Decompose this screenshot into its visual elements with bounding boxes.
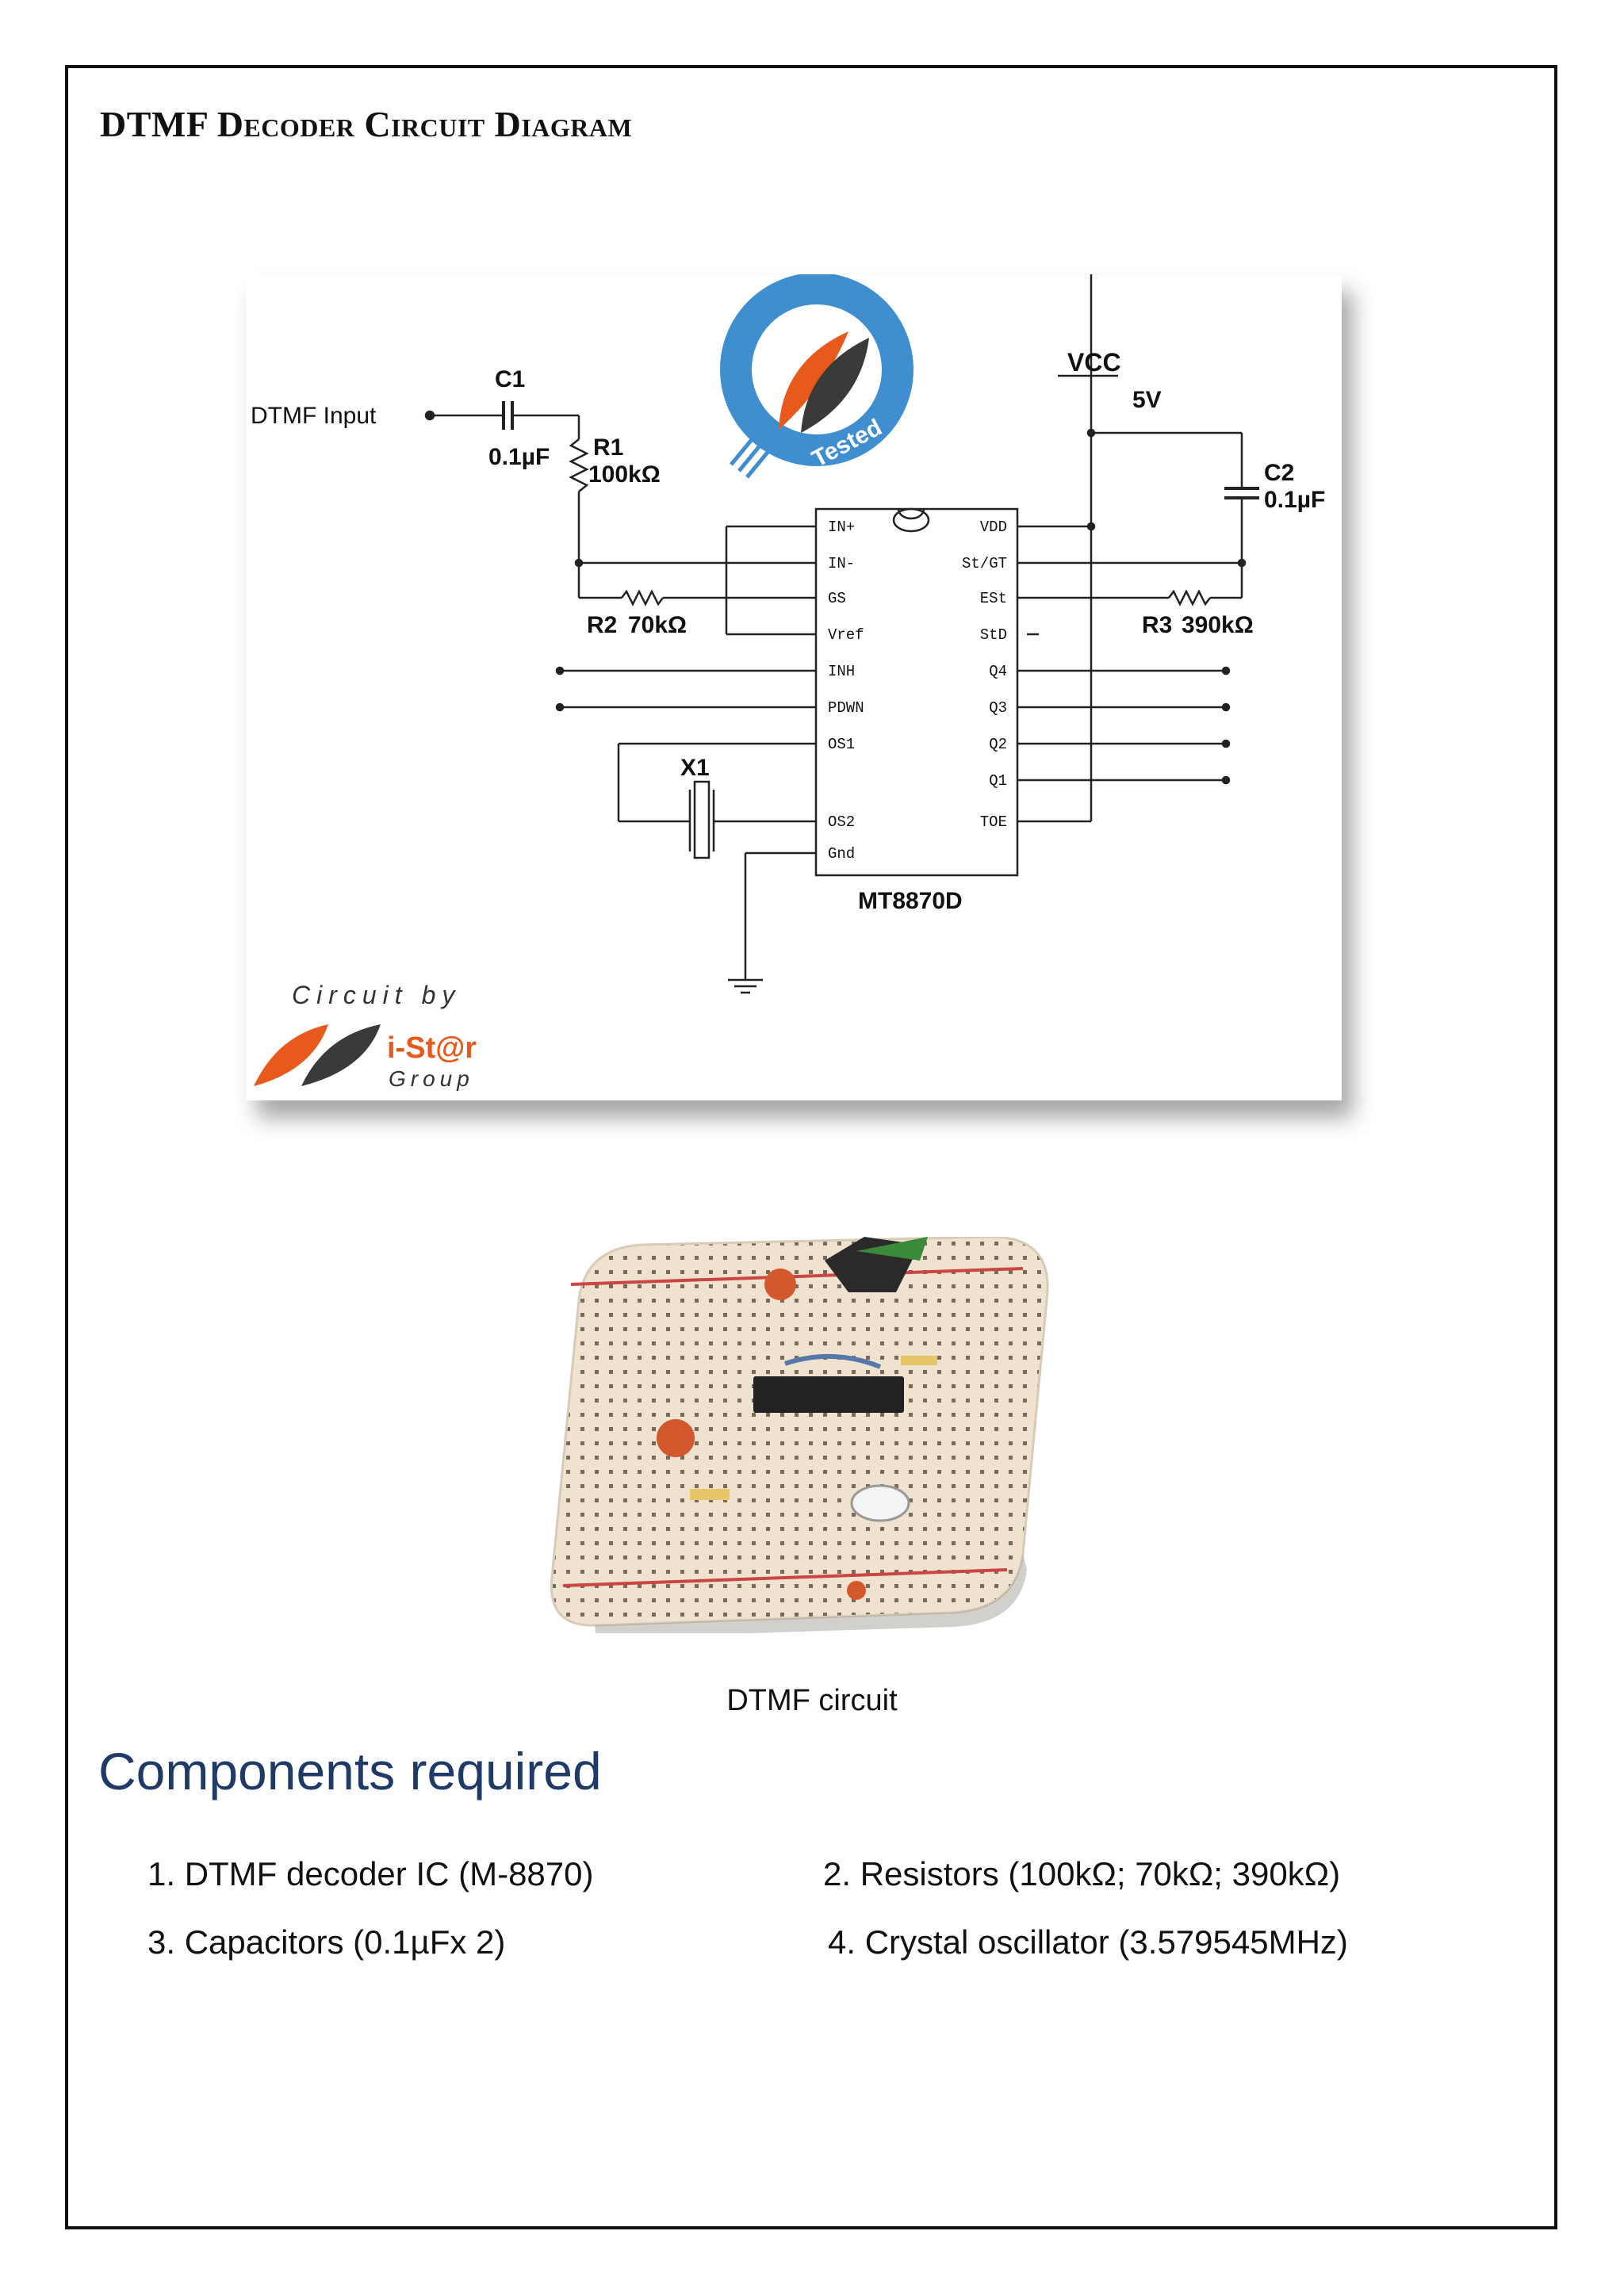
schematic-svg: DTMF Input C1 0.1µF R1 100kΩ R2 70kΩ R3 … (251, 274, 1325, 1091)
breadboard-illustration (550, 1235, 1049, 1638)
ic-pin-left: Vref (828, 626, 864, 644)
r3-value-label: 390kΩ (1182, 612, 1254, 638)
r1-value-label: 100kΩ (588, 461, 661, 488)
credit-line1: Circuit by (292, 981, 461, 1009)
ic-pin-right: Q2 (989, 736, 1007, 753)
r3-name-label: R3 (1142, 612, 1172, 638)
photo-caption: DTMF circuit (726, 1684, 898, 1717)
ic-pin-right: VDD (980, 519, 1007, 536)
document-title: DTMF Decoder Circuit Diagram (100, 104, 633, 144)
r1-name-label: R1 (593, 434, 623, 461)
r2-name-label: R2 (587, 612, 617, 638)
ic-pin-right: Q1 (989, 772, 1007, 790)
component-item: 4. Crystal oscillator (3.579545MHz) (828, 1923, 1348, 1961)
ic-pin-left: PDWN (828, 699, 864, 717)
component-item: 1. DTMF decoder IC (M-8870) (147, 1855, 594, 1892)
ic-pin-left: INH (828, 663, 855, 680)
ic-pin-left: GS (828, 590, 846, 607)
ic-pin-right: StD (980, 626, 1007, 644)
ic-pin-right: ESt (980, 590, 1007, 607)
c1-value-label: 0.1µF (488, 444, 550, 470)
components-heading: Components required (98, 1742, 602, 1800)
page-border (65, 65, 1557, 2229)
ic-pin-right: St/GT (962, 555, 1007, 572)
ic-pin-left: OS1 (828, 736, 855, 753)
ic-pin-left: Gnd (828, 845, 855, 863)
vcc-label: VCC (1067, 348, 1121, 377)
credit-brand: i-St@r (387, 1031, 477, 1065)
schematic-diagram: DTMF Input C1 0.1µF R1 100kΩ R2 70kΩ R3 … (246, 274, 1342, 1100)
breadboard-photo (547, 1235, 1071, 1638)
c2-name-label: C2 (1264, 460, 1294, 486)
ic-pin-left: IN+ (828, 519, 855, 536)
ic-pin-right: TOE (980, 813, 1007, 831)
ic-pin-left: IN- (828, 555, 855, 572)
ic-name-label: MT8870D (858, 888, 963, 914)
ic-pin-right: Q3 (989, 699, 1007, 717)
ic-pin-left: OS2 (828, 813, 855, 831)
component-item: 3. Capacitors (0.1µFx 2) (147, 1923, 506, 1961)
c2-value-label: 0.1µF (1264, 487, 1325, 513)
vcc-value-label: 5V (1132, 387, 1162, 413)
dtmf-input-label: DTMF Input (251, 403, 377, 429)
ic-pin-right: Q4 (989, 663, 1007, 680)
c1-name-label: C1 (495, 366, 525, 392)
r2-value-label: 70kΩ (628, 612, 687, 638)
tested-badge-logo: i-St@r Tested (720, 274, 914, 479)
x1-label: X1 (680, 755, 710, 781)
component-item: 2. Resistors (100kΩ; 70kΩ; 390kΩ) (823, 1855, 1341, 1892)
credit-line2: Group (389, 1066, 474, 1091)
istar-group-logo: Circuit by i-St@r Group (254, 981, 477, 1091)
